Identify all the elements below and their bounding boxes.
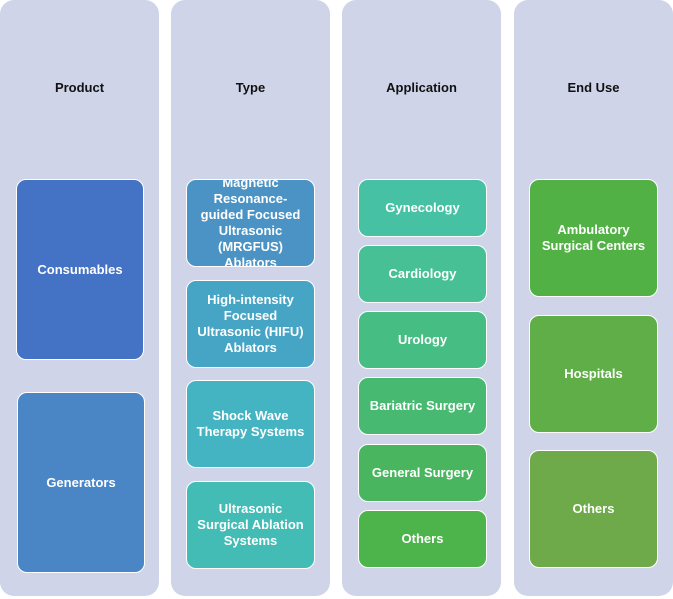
item-bariatric-surgery: Bariatric Surgery [358,377,487,435]
item-ambulatory-surgical-centers: Ambulatory Surgical Centers [529,179,658,297]
column-title-product: Product [54,80,105,95]
column-title-type: Type [235,80,266,95]
column-type: Type Magnetic Resonance-guided Focused U… [171,0,330,596]
item-mrgfus-ablators: Magnetic Resonance-guided Focused Ultras… [186,179,315,267]
item-urology: Urology [358,311,487,369]
column-application: Application Gynecology Cardiology Urolog… [342,0,501,596]
column-title-application: Application [386,80,457,95]
column-product: Product Consumables Generators [0,0,159,596]
item-hospitals: Hospitals [529,315,658,433]
column-end-use: End Use Ambulatory Surgical Centers Hosp… [514,0,673,596]
item-cardiology: Cardiology [358,245,487,303]
item-others-end-use: Others [529,450,658,568]
item-others-application: Others [358,510,487,568]
item-shock-wave-therapy: Shock Wave Therapy Systems [186,380,315,468]
column-title-end-use: End Use [567,80,620,95]
item-generators: Generators [17,392,145,573]
item-hifu-ablators: High-intensity Focused Ultrasonic (HIFU)… [186,280,315,368]
item-ultrasonic-surgical-ablation: Ultrasonic Surgical Ablation Systems [186,481,315,569]
item-consumables: Consumables [16,179,144,360]
item-gynecology: Gynecology [358,179,487,237]
item-general-surgery: General Surgery [358,444,487,502]
